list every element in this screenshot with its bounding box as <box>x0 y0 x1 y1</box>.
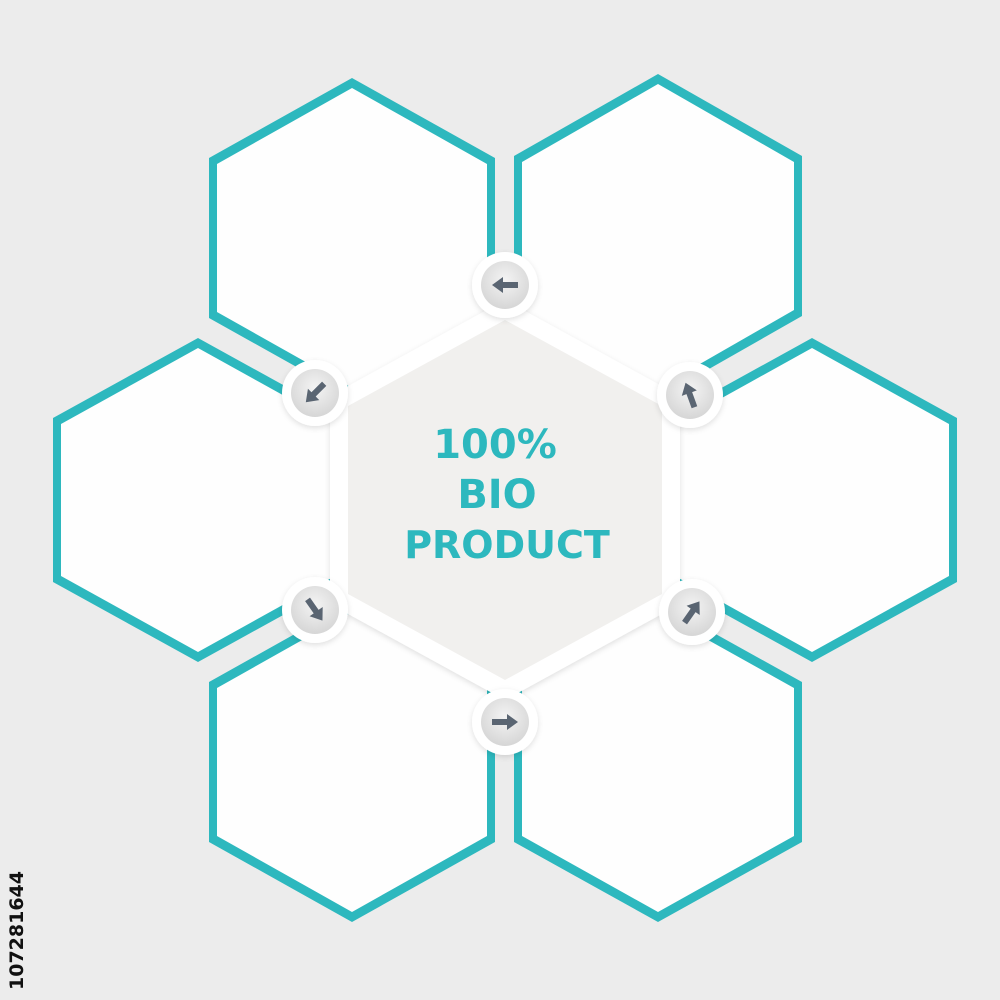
hexagon-top-right <box>514 74 802 398</box>
arrow-left-icon <box>492 277 518 293</box>
center-title-line2: BIO <box>457 472 536 518</box>
stock-id-label: 107281644 <box>6 871 28 990</box>
arrow-bottom-node <box>472 689 538 755</box>
hexagon-bottom-right <box>514 602 802 922</box>
arrow-down-left-icon <box>305 381 327 403</box>
hexagon-top-left <box>209 78 495 398</box>
arrow-lower-right-node <box>659 579 725 645</box>
arrow-down-right-icon <box>305 597 323 621</box>
hexagon-bottom-left <box>209 602 495 922</box>
center-title-line1: 100% <box>433 422 557 468</box>
hexagon-left <box>53 338 343 662</box>
arrow-lower-left-node <box>282 577 348 643</box>
arrow-upper-right-node <box>657 362 723 428</box>
hexagon-right <box>667 338 957 662</box>
center-hexagon: 100% BIO PRODUCT <box>330 300 680 700</box>
arrow-right-icon <box>492 714 518 730</box>
arrow-top-node <box>472 252 538 318</box>
center-title-line3: PRODUCT <box>404 523 610 567</box>
arrow-up-left-icon <box>681 382 698 409</box>
arrow-upper-left-node <box>282 360 348 426</box>
arrow-up-right-icon <box>682 601 700 625</box>
